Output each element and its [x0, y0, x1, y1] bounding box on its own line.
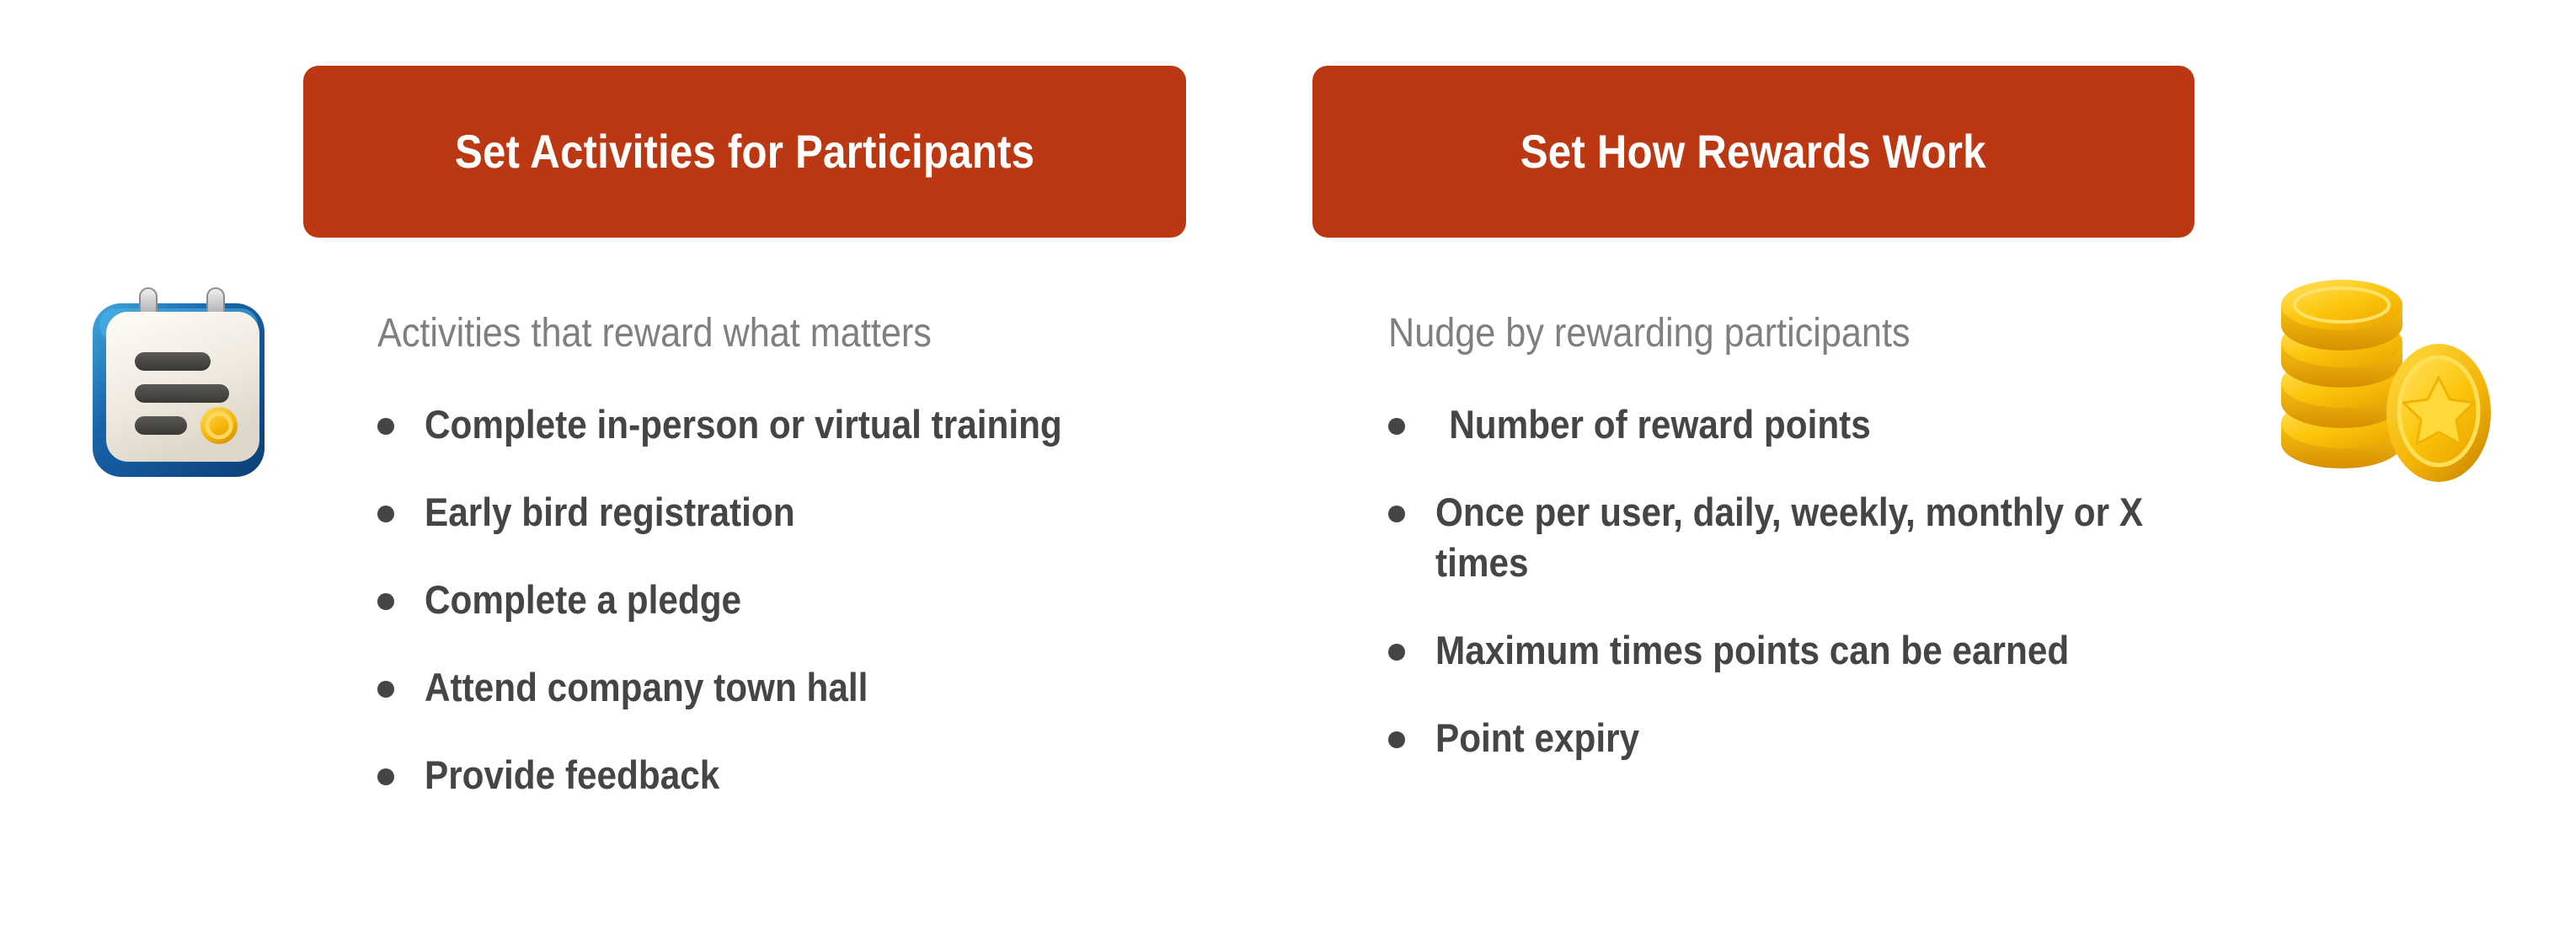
bullet-label: Provide feedback	[425, 752, 720, 798]
list-item: Provide feedback	[377, 750, 1270, 800]
column-activities: Activities that reward what matters Comp…	[377, 312, 1270, 801]
list-item: Attend company town hall	[377, 662, 1270, 713]
bullet-dot-icon	[1388, 417, 1405, 435]
list-item: Maximum times points can be earned	[1388, 625, 2281, 676]
header-label-rewards: Set How Rewards Work	[1520, 125, 1987, 178]
bullet-label: Maximum times points can be earned	[1435, 628, 2070, 673]
bullet-label: Complete in-person or virtual training	[425, 401, 1062, 447]
bullet-label: Attend company town hall	[425, 665, 868, 710]
list-item: Complete a pledge	[377, 575, 1270, 625]
list-item: Once per user, daily, weekly, monthly or…	[1388, 487, 2281, 588]
clipboard-coin-icon	[74, 285, 285, 495]
bullet-label: Number of reward points	[1449, 401, 1871, 447]
bullet-dot-icon	[1388, 731, 1405, 749]
bullet-dot-icon	[1388, 644, 1405, 661]
gold-coins-icon	[2266, 278, 2519, 514]
bullet-dot-icon	[377, 768, 394, 786]
bullet-label: Complete a pledge	[425, 577, 742, 623]
header-pill-activities[interactable]: Set Activities for Participants	[303, 66, 1186, 238]
subtitle-activities: Activities that reward what matters	[377, 311, 932, 356]
bullet-label: Once per user, daily, weekly, monthly or…	[1435, 489, 2144, 586]
bullet-list-rewards: Number of reward points Once per user, d…	[1388, 399, 2281, 764]
header-pill-rewards[interactable]: Set How Rewards Work	[1312, 66, 2194, 238]
header-label-activities: Set Activities for Participants	[454, 125, 1035, 178]
list-item: Early bird registration	[377, 487, 1270, 538]
bullet-dot-icon	[377, 505, 394, 522]
list-item: Complete in-person or virtual training	[377, 399, 1270, 450]
bullet-list-activities: Complete in-person or virtual training E…	[377, 399, 1270, 801]
list-item: Point expiry	[1388, 713, 2281, 763]
bullet-label: Point expiry	[1435, 715, 1640, 761]
bullet-dot-icon	[377, 417, 394, 435]
list-item: Number of reward points	[1388, 399, 2281, 450]
bullet-dot-icon	[1388, 505, 1405, 522]
bullet-dot-icon	[377, 593, 394, 611]
bullet-label: Early bird registration	[425, 489, 795, 534]
subtitle-rewards: Nudge by rewarding participants	[1388, 311, 1911, 356]
column-rewards: Nudge by rewarding participants Number o…	[1388, 312, 2281, 764]
bullet-dot-icon	[377, 681, 394, 698]
